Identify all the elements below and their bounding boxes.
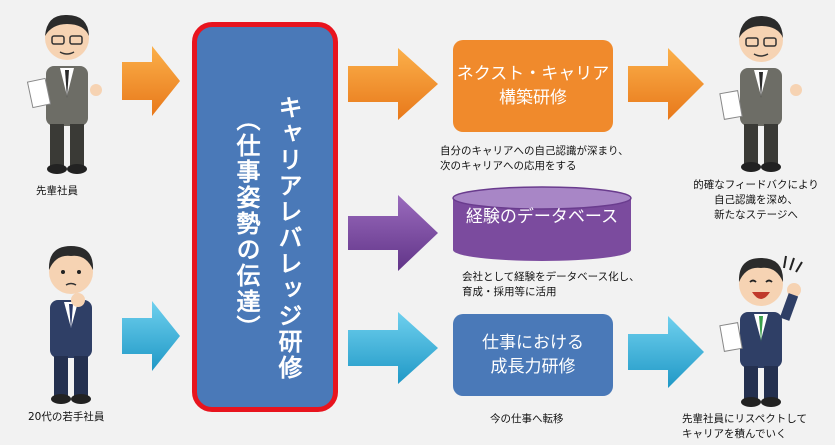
growth-line1: 仕事における	[482, 333, 584, 353]
growth-training-box: 仕事における 成長力研修	[453, 314, 613, 396]
arrow-senior-to-center	[122, 46, 180, 116]
arrow-junior-to-center	[122, 301, 180, 371]
senior-result-icon	[719, 16, 802, 172]
next-career-line2: 構築研修	[499, 88, 567, 108]
senior-employee-icon	[26, 14, 102, 174]
next-career-note: 自分のキャリアへの自己認識が深まり、 次のキャリアへの応用をする	[440, 145, 629, 172]
growth-note: 今の仕事へ転移	[490, 413, 564, 425]
junior-result-note: 先輩社員にリスペクトして キャリアを積んでいく	[682, 413, 807, 440]
arrow-growth-to-junior	[628, 316, 704, 388]
experience-database-cylinder	[452, 186, 632, 261]
arrow-center-to-growth	[348, 312, 438, 384]
arrow-next-career-to-senior	[628, 48, 704, 120]
database-note: 会社として経験をデータベース化し、 育成・採用等に活用	[462, 271, 640, 298]
senior-result-note: 的確なフィードバクにより 自己認識を深め、 新たなステージへ	[693, 179, 819, 221]
next-career-line1: ネクスト・キャリア	[456, 64, 610, 84]
next-career-training-box: ネクスト・キャリア 構築研修	[453, 40, 613, 132]
junior-employee-icon	[48, 246, 94, 404]
arrow-center-to-next-career	[348, 48, 438, 120]
junior-result-icon	[719, 255, 803, 407]
center-title: キャリアレバレッジ研修	[274, 95, 302, 381]
growth-line2: 成長力研修	[490, 357, 576, 377]
arrow-center-to-database	[348, 195, 438, 271]
center-subtitle: （仕事姿勢の伝達）	[232, 107, 260, 341]
senior-employee-label: 先輩社員	[36, 185, 78, 197]
junior-employee-label: 20代の若手社員	[28, 411, 105, 423]
experience-database-label: 経験のデータベース	[465, 207, 619, 227]
career-leverage-training-box: キャリアレバレッジ研修 （仕事姿勢の伝達）	[192, 22, 338, 412]
